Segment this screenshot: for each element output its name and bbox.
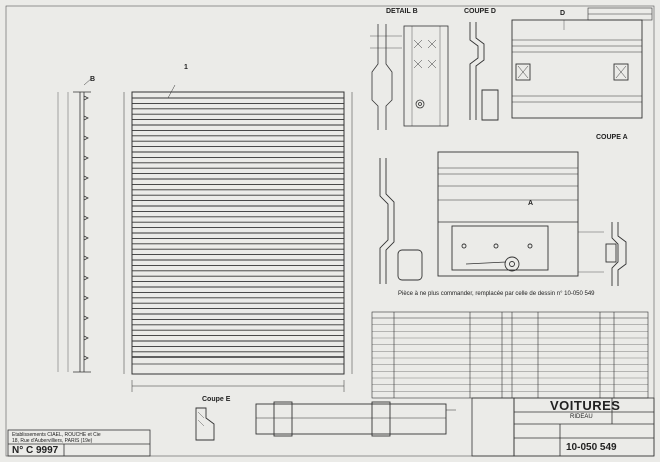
detail-b-view [370,24,449,130]
coupe-d-marker: D [560,10,566,17]
coupe-d-view [469,19,643,121]
company-address: 18, Rue d'Aubervilliers, PARIS (19e) [12,438,93,444]
revision-box [587,7,653,21]
title-main: VOITURES [550,398,621,413]
section-a-marker: A [528,200,534,207]
company-block-frame [7,429,151,457]
coupe-d-title: COUPE D [464,8,496,15]
part-1-callout: 1 [184,64,188,71]
parts-list-table [371,311,649,399]
company-reference-number: N° C 9997 [12,445,59,456]
side-profile [57,77,93,373]
detail-b-title: DETAIL B [386,8,418,15]
coupe-a-view [578,222,627,286]
latch-detail-view [379,151,579,284]
replacement-note: Pièce à ne plus commander, remplacée par… [398,291,595,297]
title-block-frame [471,397,655,457]
curtain-main-view [123,84,353,392]
title-subtitle: RIDEAU [570,414,593,420]
bottom-rail-view [255,401,456,437]
side-profile-label: B [90,76,96,83]
coupe-a-title: COUPE A [596,134,628,141]
company-name: Etablissements CIAEL, ROUCHE et Cie [12,432,101,438]
drawing-number: 10-050 549 [566,442,617,453]
coupe-e-title: Coupe E [202,396,231,403]
coupe-e-view [195,407,215,441]
